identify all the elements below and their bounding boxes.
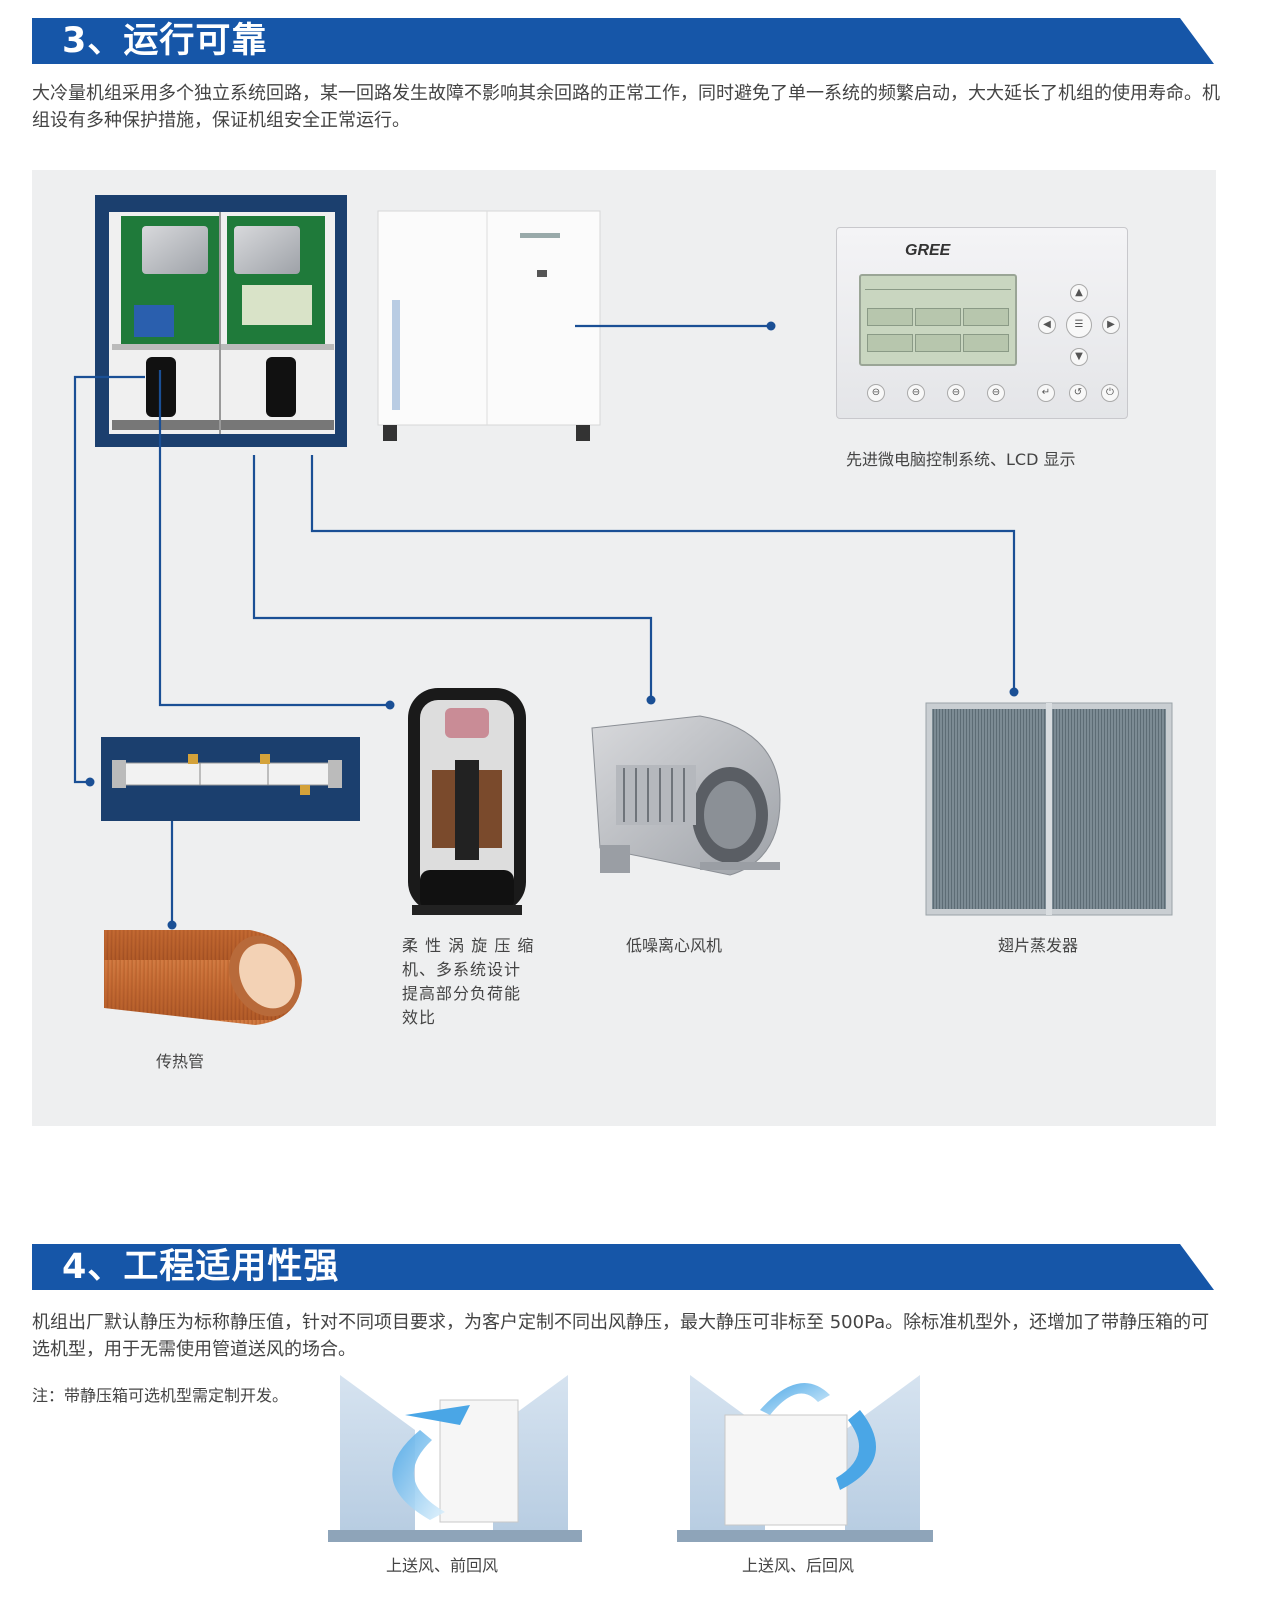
unit-interior-image [95,195,347,447]
airflow-option-1-caption: 上送风、前回风 [386,1556,499,1575]
lcd-screen [859,274,1017,366]
power-button[interactable]: ⏻ [1101,384,1119,402]
enter-button[interactable]: ↵ [1037,384,1055,402]
compressor-caption: 柔 性 涡 旋 压 缩 机、多系统设计 提高部分负荷能 效比 [402,936,535,1027]
airflow-front-return-image [328,1375,582,1542]
evaporator-image [925,702,1173,916]
function-key-3[interactable]: ⊖ [947,384,965,402]
section3-header-bar [32,18,1214,64]
airflow-illustrations [328,1375,933,1542]
function-key-1[interactable]: ⊖ [867,384,885,402]
heat-exchanger-image [101,737,360,821]
airflow-option-2-caption: 上送风、后回风 [742,1556,855,1575]
back-button[interactable]: ↺ [1069,384,1087,402]
arrow-down-button[interactable]: ▼ [1070,348,1088,366]
connector-dots [85,321,1019,930]
centrifugal-fan-image [591,715,781,876]
copper-tube-image [104,930,302,1025]
section4-title: 4、工程适用性强 [62,1247,340,1287]
connector-lines [73,324,1016,925]
unit-exterior-image [377,210,601,441]
arrow-right-button[interactable]: ▶ [1102,316,1120,334]
evaporator-caption: 翅片蒸发器 [998,936,1079,955]
fan-caption: 低噪离心风机 [626,936,723,955]
airflow-rear-return-image [677,1375,933,1542]
connector-to-heat-exchanger [73,375,145,784]
menu-button[interactable]: ☰ [1066,312,1092,338]
section4-description: 机组出厂默认静压为标称静压值，针对不同项目要求，为客户定制不同出风静压，最大静压… [32,1312,1210,1360]
section3-description: 大冷量机组采用多个独立系统回路，某一回路发生故障不影响其余回路的正常工作，同时避… [32,83,1220,131]
connector-to-compressor [158,370,390,707]
function-key-4[interactable]: ⊖ [987,384,1005,402]
compressor-image [408,688,526,915]
controller-caption: 先进微电脑控制系统、LCD 显示 [846,450,1076,469]
section4-header-bar [32,1244,1214,1290]
section4-note: 注：带静压箱可选机型需定制开发。 [32,1386,289,1405]
gree-logo: GREE [905,242,951,259]
connector-to-evaporator [310,455,1016,692]
section3-title: 3、运行可靠 [62,21,268,61]
lcd-controller: GREE ▲ ◀ ☰ ▶ ▼ ⊖ ⊖ ⊖ ⊖ ↵ ↺ ⏻ [836,227,1128,419]
tube-caption: 传热管 [156,1052,205,1071]
arrow-up-button[interactable]: ▲ [1070,284,1088,302]
arrow-left-button[interactable]: ◀ [1038,316,1056,334]
function-key-2[interactable]: ⊖ [907,384,925,402]
components-diagram [73,195,1173,1025]
connector-to-fan [252,455,653,700]
